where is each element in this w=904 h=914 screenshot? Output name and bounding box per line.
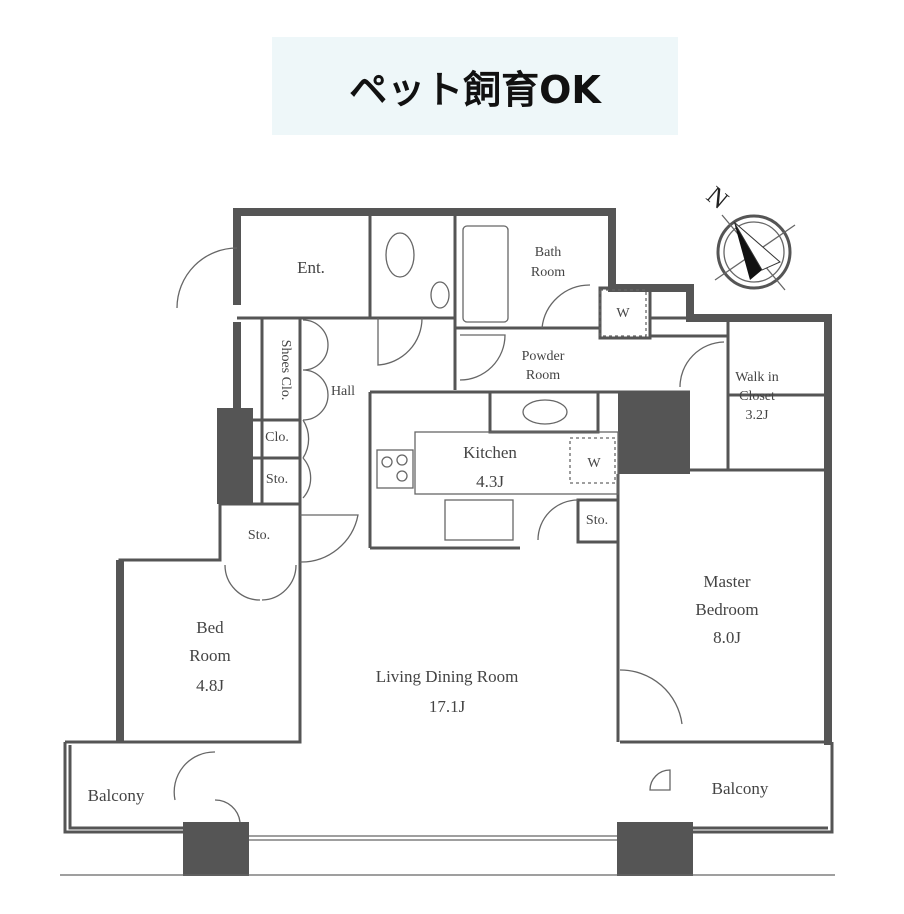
walkin-label-2: Closet (739, 389, 775, 404)
bath-label-2: Room (531, 265, 565, 280)
walkin-label-1: Walk in (735, 370, 779, 385)
walls (60, 208, 835, 876)
kitchen-storage-label: Sto. (586, 513, 608, 528)
banner-text: ペット飼育OK (349, 67, 601, 112)
room-labels: Ent. Bath Room W Powder Room Walk in Clo… (88, 245, 779, 805)
kitchen-size: 4.3J (476, 472, 504, 491)
shoes-closet-label: Shoes Clo. (278, 340, 293, 401)
balcony-right-label: Balcony (712, 779, 769, 798)
master-label-2: Bedroom (695, 600, 758, 619)
kitchen-label: Kitchen (463, 443, 517, 462)
bed-label-2: Room (189, 646, 231, 665)
balcony-left-label: Balcony (88, 786, 145, 805)
hall-label: Hall (331, 384, 355, 399)
master-size: 8.0J (713, 628, 741, 647)
master-label-1: Master (703, 572, 751, 591)
entrance-label: Ent. (297, 258, 325, 277)
washer-label-kitchen: W (587, 456, 601, 471)
closet-label: Clo. (265, 430, 289, 445)
bed-label-1: Bed (196, 618, 224, 637)
bed-storage-label: Sto. (248, 528, 270, 543)
powder-label-2: Room (526, 368, 560, 383)
living-size: 17.1J (429, 697, 466, 716)
bed-size: 4.8J (196, 676, 224, 695)
bath-label-1: Bath (535, 245, 561, 260)
hall-storage-label: Sto. (266, 472, 288, 487)
pet-ok-banner: ペット飼育OK (272, 37, 678, 135)
living-label: Living Dining Room (376, 667, 519, 686)
compass-icon: N (701, 181, 796, 291)
washer-label-upper: W (616, 306, 630, 321)
walkin-size: 3.2J (746, 408, 770, 423)
powder-label-1: Powder (522, 349, 565, 364)
north-label: N (701, 181, 734, 215)
